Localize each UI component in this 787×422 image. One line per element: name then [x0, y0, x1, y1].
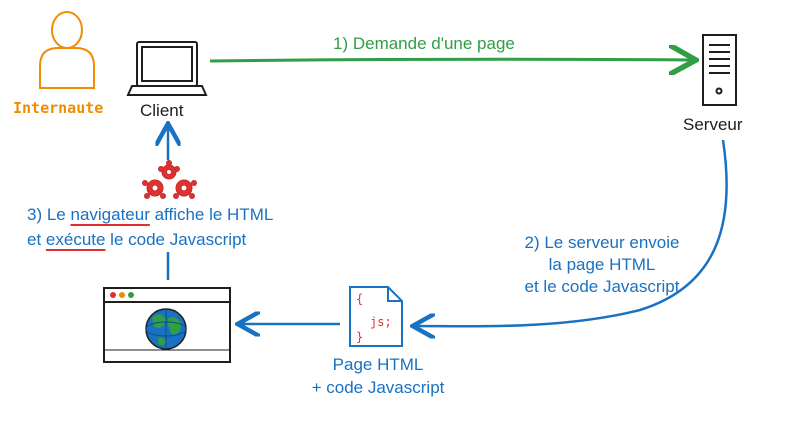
step2-line3: et le code Javascript	[524, 277, 680, 296]
user-label: Internaute	[13, 99, 104, 117]
file-js-label: js;	[370, 315, 392, 329]
step3-keyword-execute: exécute	[45, 230, 106, 249]
document-line2: + code Javascript	[311, 378, 445, 397]
step3-line1: 3) Le navigateur affiche le HTML	[27, 205, 273, 225]
client-label: Client	[140, 101, 184, 120]
computer-icon	[126, 41, 208, 96]
browser-window-icon	[103, 287, 231, 363]
step3-line2-suffix: le code Javascript	[105, 230, 247, 249]
step3-mid: affiche le HTML	[149, 205, 274, 224]
file-brace-close: }	[356, 330, 363, 344]
user-icon	[39, 11, 95, 89]
step3-prefix: 3) Le	[27, 205, 71, 224]
response-arrow	[415, 139, 728, 326]
step3-line2: et exécute le code Javascript	[27, 230, 246, 250]
document-line1: Page HTML	[332, 355, 424, 374]
server-icon	[702, 34, 737, 106]
step1-label: 1) Demande d'une page	[333, 34, 515, 53]
file-brace-open: {	[356, 292, 363, 306]
js-file-icon: { js; }	[349, 286, 403, 347]
gears-icon	[142, 160, 197, 199]
request-arrow	[209, 59, 693, 61]
server-label: Serveur	[683, 115, 743, 134]
step2-line2: la page HTML	[548, 255, 656, 274]
step3-keyword-browser: navigateur	[70, 205, 150, 224]
step2-line1: 2) Le serveur envoie	[524, 233, 680, 252]
step3-line2-prefix: et	[27, 230, 46, 249]
globe-icon	[145, 308, 187, 350]
